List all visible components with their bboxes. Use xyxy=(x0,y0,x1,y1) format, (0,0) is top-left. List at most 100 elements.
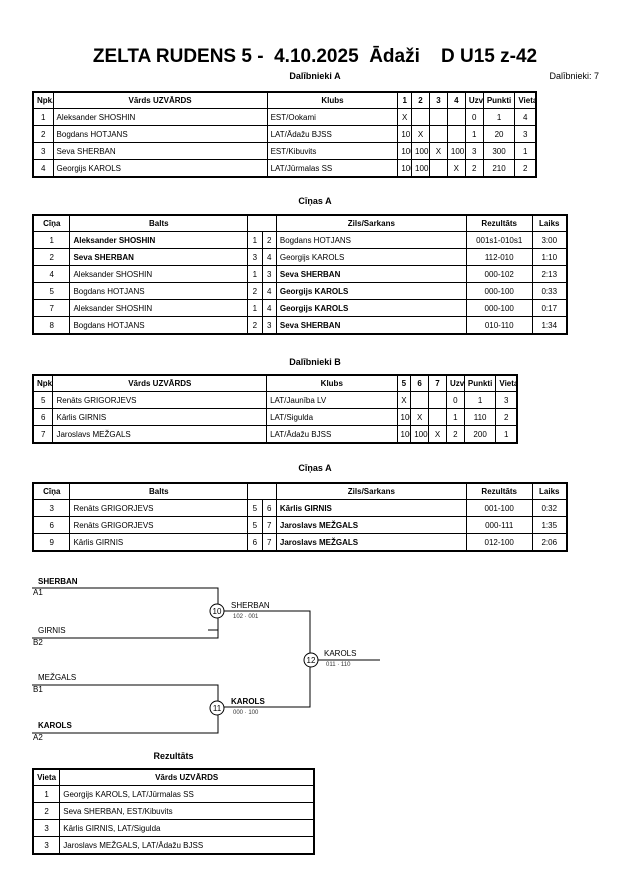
table-cell: 0 xyxy=(445,391,465,409)
bracket-line-m10 xyxy=(224,610,311,657)
col-header: Npk. xyxy=(32,374,54,392)
bracket-lines xyxy=(32,587,380,734)
table-cell xyxy=(446,125,466,143)
table-cell: 112-010 xyxy=(465,248,533,266)
table-cell: 100 xyxy=(410,425,430,444)
bracket-line-a1 xyxy=(32,587,219,631)
table-cell: Renāts GRIGORJEVS xyxy=(69,499,249,517)
table-cell: Renāts GRIGORJEVS xyxy=(69,516,249,534)
table-cell: 4 xyxy=(261,248,277,266)
bracket-b1-pos: B1 xyxy=(33,685,43,694)
col-header: 1 xyxy=(397,91,413,109)
col-header: Cīņa xyxy=(32,482,71,500)
table-cell: LAT/Jaunība LV xyxy=(266,391,398,409)
table-cell: 1 xyxy=(514,142,537,160)
table-cell: 5 xyxy=(247,516,263,534)
group-a-title: Dalībnieki A xyxy=(289,71,341,81)
table-cell: 210 xyxy=(482,159,516,178)
table-cell: Georgijs KAROLS xyxy=(275,248,467,266)
table-cell: X xyxy=(397,108,413,126)
col-header: 7 xyxy=(428,374,447,392)
table-cell: 2 xyxy=(247,316,263,335)
table-cell: 2:13 xyxy=(531,265,568,283)
table-cell: 2 xyxy=(247,282,263,300)
table-cell xyxy=(428,159,448,178)
table-cell: Aleksander SHOSHIN xyxy=(52,108,268,126)
col-header: Uzv. xyxy=(464,91,484,109)
page-title: ZELTA RUDENS 5 - 4.10.2025 Ādaži D U15 z… xyxy=(92,46,538,67)
match-12-score: 011 · 110 xyxy=(326,662,351,668)
table-cell: 3 xyxy=(261,265,277,283)
col-header: Npk. xyxy=(32,91,54,109)
col-header: Punkti xyxy=(482,91,516,109)
table-cell: LAT/Sigulda xyxy=(266,408,398,426)
table-cell: 1 xyxy=(247,231,263,249)
table-cell: 7 xyxy=(261,533,277,552)
table-cell: 3 xyxy=(247,248,263,266)
table-cell: X xyxy=(446,159,466,178)
table-cell: 10 xyxy=(397,125,413,143)
table-cell: 100 xyxy=(397,159,413,178)
bracket-b2-name: GIRNIS xyxy=(38,626,66,635)
table-cell xyxy=(446,108,466,126)
results-title: Rezultāts xyxy=(153,751,194,761)
match-12-winner: KAROLS xyxy=(324,649,357,658)
bracket-line-b1 xyxy=(32,684,219,705)
table-cell: Aleksander SHOSHIN xyxy=(69,265,249,283)
table-cell: EST/Kibuvits xyxy=(266,142,399,160)
bracket-a2-pos: A2 xyxy=(33,733,43,742)
col-header: Punkti xyxy=(463,374,497,392)
col-header: 4 xyxy=(446,91,466,109)
col-header: Vārds UZVĀRDS xyxy=(59,768,315,786)
table-cell: 20 xyxy=(482,125,516,143)
table-cell xyxy=(410,391,430,409)
match-11-number: 11 xyxy=(212,704,222,713)
col-header: Rezultāts xyxy=(465,482,533,500)
table-cell: Jaroslavs MEŽGALS xyxy=(52,425,268,444)
table-cell: Kārlis GIRNIS xyxy=(69,533,249,552)
col-header: Cīņa xyxy=(32,214,71,232)
col-header: 2 xyxy=(411,91,430,109)
table-cell: Bogdans HOTJANS xyxy=(52,125,268,143)
table-cell: 1 xyxy=(247,299,263,317)
table-cell: 3 xyxy=(261,316,277,335)
col-header: Uzv. xyxy=(445,374,465,392)
table-cell: LAT/Ādažu BJSS xyxy=(266,425,398,444)
table-cell xyxy=(411,108,430,126)
bracket-line-m11 xyxy=(224,665,311,708)
table-cell: 2 xyxy=(464,159,484,178)
table-cell: 2 xyxy=(32,802,61,820)
table-cell: LAT/Ādažu BJSS xyxy=(266,125,399,143)
table-cell: 3 xyxy=(464,142,484,160)
table-cell: 2 xyxy=(514,159,537,178)
table-cell: 2 xyxy=(261,231,277,249)
table-cell: 3 xyxy=(32,819,61,837)
table-cell: 4 xyxy=(261,282,277,300)
table-cell: 012-100 xyxy=(465,533,533,552)
col-header: 3 xyxy=(428,91,448,109)
bouts-b-table: Cīņa Balts Zils/Sarkans Rezultāts Laiks … xyxy=(32,482,568,552)
table-header-row: Cīņa Balts Zils/Sarkans Rezultāts Laiks xyxy=(32,482,568,500)
table-cell xyxy=(428,391,447,409)
col-header xyxy=(247,482,277,500)
table-cell: 000-100 xyxy=(465,299,533,317)
table-cell: 100 xyxy=(396,425,412,444)
table-cell: 0:33 xyxy=(531,282,568,300)
match-10-number: 10 xyxy=(212,607,222,616)
